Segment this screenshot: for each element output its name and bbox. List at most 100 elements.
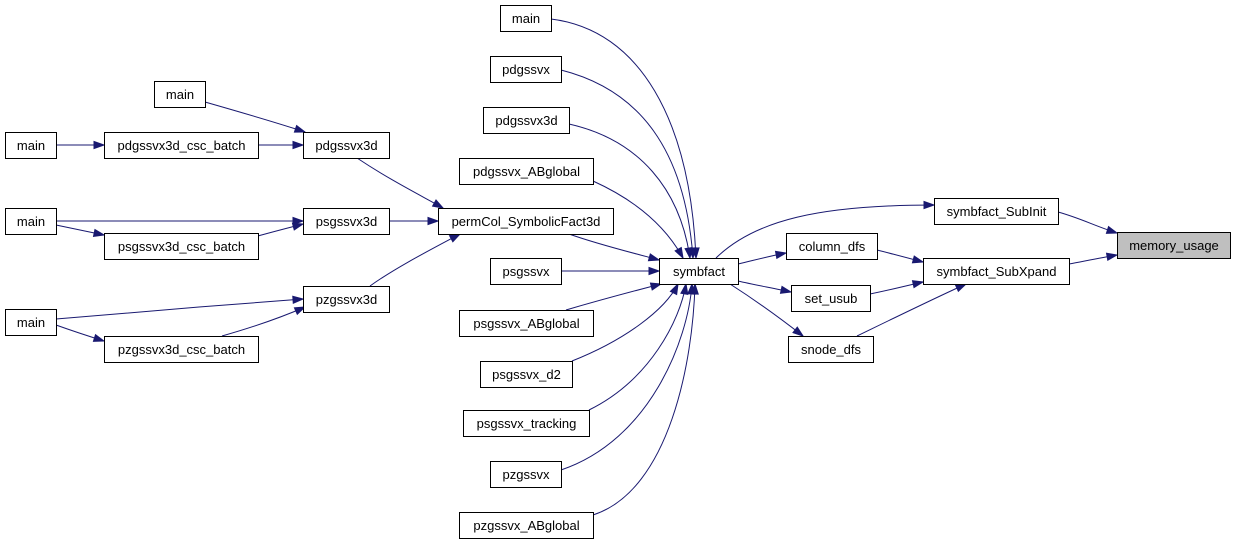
edge-pzgssvx3d_csc_batch-to-pzgssvx3d bbox=[221, 306, 307, 337]
node-pdgssvx-abglobal[interactable]: pdgssvx_ABglobal bbox=[459, 158, 594, 185]
node-label: pdgssvx3d_csc_batch bbox=[118, 138, 246, 153]
node-pzgssvx3d[interactable]: pzgssvx3d bbox=[303, 286, 390, 313]
node-box bbox=[5, 309, 57, 336]
node-label: main bbox=[512, 11, 540, 26]
node-box bbox=[791, 285, 871, 312]
node-memory-usage[interactable]: memory_usage bbox=[1117, 232, 1231, 259]
node-label: pdgssvx bbox=[502, 62, 550, 77]
node-psgssvx[interactable]: psgssvx bbox=[490, 258, 562, 285]
edge-snode_dfs-to-symbfact_SubXpand bbox=[856, 283, 968, 337]
node-box bbox=[5, 132, 57, 159]
node-label: memory_usage bbox=[1129, 238, 1219, 253]
node-box bbox=[303, 208, 390, 235]
node-box bbox=[483, 107, 570, 134]
node-box bbox=[788, 336, 874, 363]
node-pzgssvx3d-csc-batch[interactable]: pzgssvx3d_csc_batch bbox=[104, 336, 259, 363]
node-main-c[interactable]: main bbox=[5, 132, 57, 159]
node-main-b[interactable]: main bbox=[154, 81, 206, 108]
edge-psgssvx3d-to-permCol_SymbolicFact3d bbox=[389, 216, 440, 226]
node-label: psgssvx bbox=[503, 264, 550, 279]
node-label: column_dfs bbox=[799, 239, 866, 254]
node-label: pzgssvx3d_csc_batch bbox=[118, 342, 245, 357]
edge-main_e-to-pzgssvx3d_csc_batch bbox=[55, 324, 106, 342]
node-box bbox=[463, 410, 590, 437]
node-label: main bbox=[166, 87, 194, 102]
edge-symbfact-to-column_dfs bbox=[737, 250, 788, 265]
node-pdgssvx3d-l[interactable]: pdgssvx3d bbox=[303, 132, 390, 159]
node-main-a[interactable]: main bbox=[500, 5, 552, 32]
node-pzgssvx-abglobal[interactable]: pzgssvx_ABglobal bbox=[459, 512, 594, 539]
edge-symbfact_SubInit-to-memory_usage bbox=[1057, 211, 1119, 234]
node-box bbox=[490, 56, 562, 83]
node-box bbox=[490, 258, 562, 285]
node-pdgssvx[interactable]: pdgssvx bbox=[490, 56, 562, 83]
node-box bbox=[303, 286, 390, 313]
node-label: psgssvx_ABglobal bbox=[473, 316, 579, 331]
node-box bbox=[500, 5, 552, 32]
edge-pdgssvx3d_csc_batch-to-pdgssvx3d_l bbox=[258, 140, 305, 150]
node-symbfact-subxpand[interactable]: symbfact_SubXpand bbox=[923, 258, 1070, 285]
node-label: psgssvx3d bbox=[316, 214, 377, 229]
node-psgssvx3d-csc-batch[interactable]: psgssvx3d_csc_batch bbox=[104, 233, 259, 260]
edge-pdgssvx_ABglobal-to-symbfact bbox=[592, 180, 684, 260]
node-box bbox=[934, 198, 1059, 225]
node-label: pzgssvx_ABglobal bbox=[473, 518, 579, 533]
edges bbox=[55, 18, 1119, 516]
node-box bbox=[5, 208, 57, 235]
node-pzgssvx[interactable]: pzgssvx bbox=[490, 461, 562, 488]
node-psgssvx-abglobal[interactable]: psgssvx_ABglobal bbox=[459, 310, 594, 337]
edge-symbfact-to-symbfact_SubInit bbox=[715, 200, 936, 259]
node-label: pzgssvx bbox=[503, 467, 550, 482]
node-label: snode_dfs bbox=[801, 342, 861, 357]
node-column-dfs[interactable]: column_dfs bbox=[786, 233, 878, 260]
edge-pzgssvx3d-to-permCol_SymbolicFact3d bbox=[369, 233, 462, 287]
node-box bbox=[104, 233, 259, 260]
node-main-e[interactable]: main bbox=[5, 309, 57, 336]
node-symbfact[interactable]: symbfact bbox=[659, 258, 739, 285]
node-pdgssvx3d-csc-batch[interactable]: pdgssvx3d_csc_batch bbox=[104, 132, 259, 159]
node-label: main bbox=[17, 214, 45, 229]
node-box bbox=[1117, 232, 1231, 259]
edge-column_dfs-to-symbfact_SubXpand bbox=[876, 249, 925, 264]
edge-main_e-to-pzgssvx3d bbox=[55, 295, 305, 320]
node-box bbox=[104, 132, 259, 159]
edge-pdgssvx3d_r-to-symbfact bbox=[568, 123, 693, 260]
edge-psgssvx_ABglobal-to-symbfact bbox=[565, 282, 663, 311]
node-label: symbfact_SubInit bbox=[947, 204, 1047, 219]
node-label: main bbox=[17, 315, 45, 330]
node-label: set_usub bbox=[805, 291, 858, 306]
node-label: symbfact bbox=[673, 264, 725, 279]
node-pdgssvx3d-r[interactable]: pdgssvx3d bbox=[483, 107, 570, 134]
node-box bbox=[303, 132, 390, 159]
node-label: pzgssvx3d bbox=[316, 292, 377, 307]
edge-pzgssvx_ABglobal-to-symbfact bbox=[592, 282, 699, 516]
node-symbfact-subinit[interactable]: symbfact_SubInit bbox=[934, 198, 1059, 225]
nodes: memory_usage symbfact_SubInit symbfact_Sub… bbox=[5, 5, 1231, 539]
node-box bbox=[786, 233, 878, 260]
edge-psgssvx_tracking-to-symbfact bbox=[588, 282, 689, 411]
edge-main_d-to-psgssvx3d bbox=[56, 216, 305, 226]
edge-permCol_SymbolicFact3d-to-symbfact bbox=[568, 233, 661, 262]
edge-pdgssvx3d_l-to-permCol_SymbolicFact3d bbox=[356, 157, 445, 209]
node-permcol-symbolicfact3d[interactable]: permCol_SymbolicFact3d bbox=[438, 208, 614, 235]
node-psgssvx-d2[interactable]: psgssvx_d2 bbox=[480, 361, 573, 388]
edge-psgssvx_d2-to-symbfact bbox=[571, 282, 679, 362]
edge-main_c-to-pdgssvx3d_csc_batch bbox=[56, 140, 106, 150]
node-box bbox=[923, 258, 1070, 285]
node-set-usub[interactable]: set_usub bbox=[791, 285, 871, 312]
node-psgssvx3d[interactable]: psgssvx3d bbox=[303, 208, 390, 235]
node-label: psgssvx_tracking bbox=[477, 416, 577, 431]
node-snode-dfs[interactable]: snode_dfs bbox=[788, 336, 874, 363]
node-label: symbfact_SubXpand bbox=[937, 264, 1057, 279]
edge-main_d-to-psgssvx3d_csc_batch bbox=[55, 224, 106, 237]
edge-main_b-to-pdgssvx3d_l bbox=[204, 101, 307, 133]
node-box bbox=[438, 208, 614, 235]
edge-symbfact-to-set_usub bbox=[737, 280, 793, 294]
edge-symbfact_SubXpand-to-memory_usage bbox=[1068, 252, 1119, 265]
node-box bbox=[459, 158, 594, 185]
node-psgssvx-tracking[interactable]: psgssvx_tracking bbox=[463, 410, 590, 437]
node-box bbox=[459, 512, 594, 539]
node-label: pdgssvx3d bbox=[495, 113, 557, 128]
node-main-d[interactable]: main bbox=[5, 208, 57, 235]
